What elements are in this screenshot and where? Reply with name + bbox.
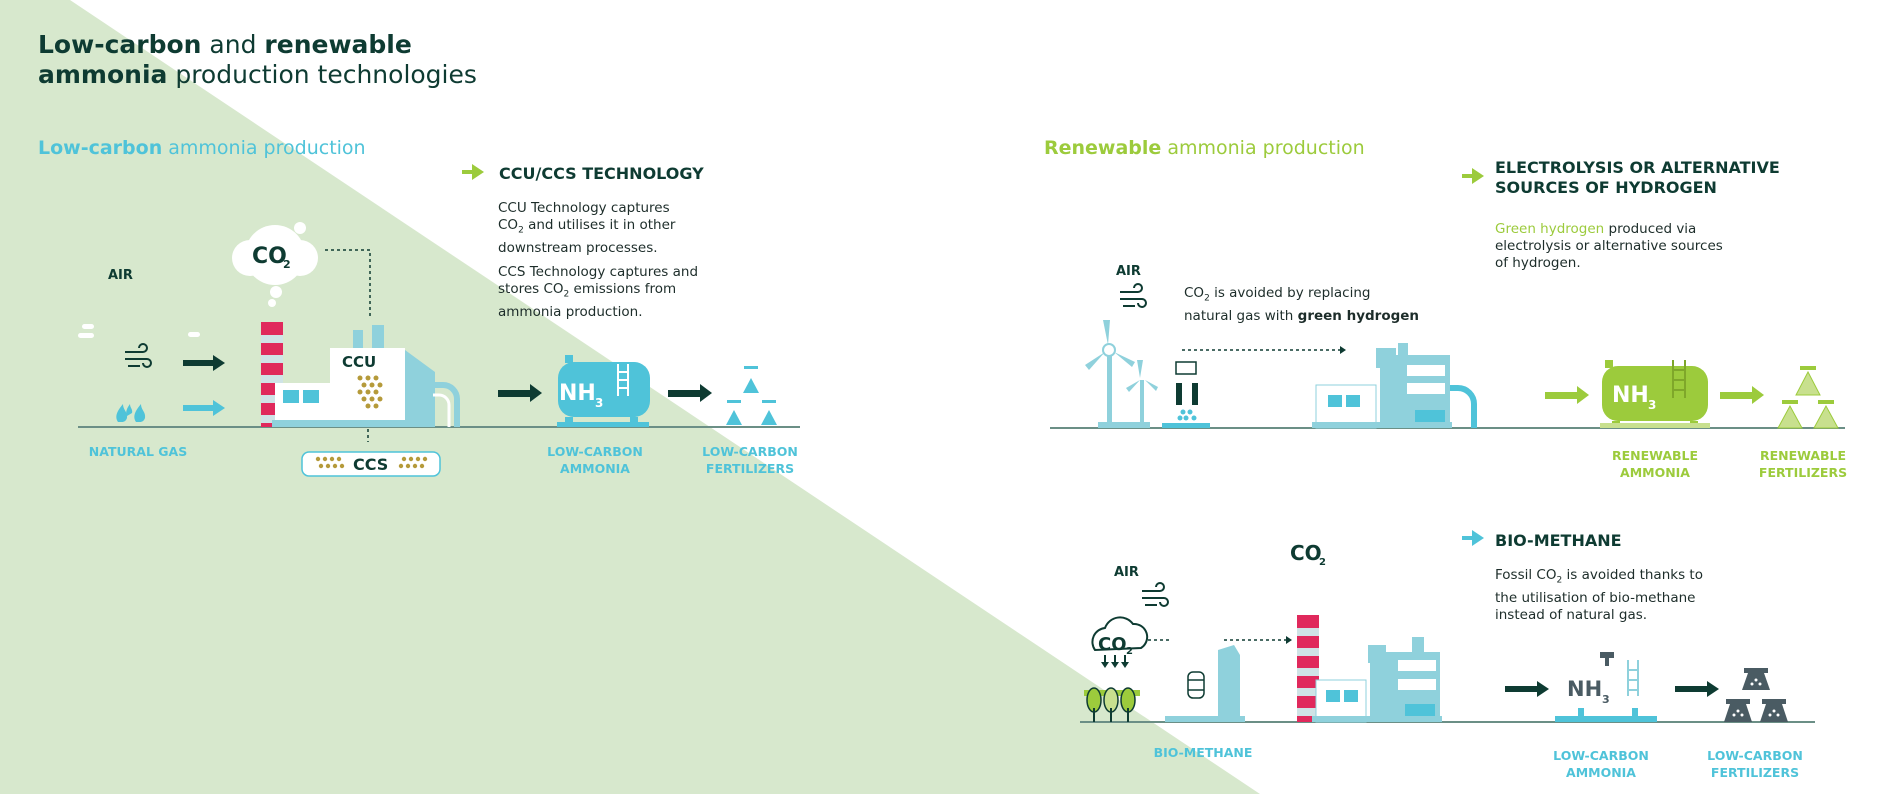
cloud-icon — [188, 332, 200, 337]
arrow-icon — [1675, 681, 1719, 697]
low-carbon-heading: Low-carbon ammonia production — [38, 137, 366, 159]
ccu-label: CCU — [342, 353, 376, 371]
arrow-icon — [498, 384, 542, 402]
co2-subscript: 2 — [1319, 557, 1326, 568]
co2-label: CO — [1098, 634, 1127, 655]
ccs-container-icon — [301, 451, 441, 477]
fertilizer-icon — [726, 366, 777, 425]
cloud-icon — [78, 333, 94, 338]
ccu-description: CCU Technology captures CO2 and utilises… — [498, 200, 676, 256]
co2-label: CO — [1290, 541, 1322, 565]
wind-icon — [1142, 582, 1169, 607]
ccs-label: CCS — [353, 455, 388, 474]
natural-gas-label: NATURAL GAS — [88, 444, 188, 459]
air-label: AIR — [108, 268, 133, 283]
nh3-subscript: 3 — [1602, 693, 1610, 706]
co2-cloud-icon — [232, 222, 318, 307]
ccs-description: CCS Technology captures and stores CO2 e… — [498, 264, 699, 320]
nh3-label: NH — [1567, 677, 1602, 701]
ammonia-tank-icon — [1600, 360, 1710, 428]
wind-icon — [1120, 283, 1147, 308]
bio-methane-label: BIO-METHANE — [1153, 745, 1253, 760]
wind-turbine-icon — [1085, 320, 1158, 428]
cloud-icon — [82, 324, 94, 329]
factory-icon — [1312, 343, 1477, 429]
co2-subscript: 2 — [283, 258, 291, 271]
arrow-icon — [183, 400, 225, 416]
co2-cloud-icon — [1091, 616, 1149, 652]
co2-cloud-icon — [1269, 525, 1353, 606]
electrolysis-description: Green hydrogen produced via electrolysis… — [1495, 221, 1723, 271]
bio-methane-tank-icon — [1165, 645, 1245, 722]
flame-icon — [116, 404, 146, 422]
nh3-subscript: 3 — [595, 396, 603, 410]
nh3-label: NH — [559, 381, 596, 406]
fertilizer-icon — [1724, 668, 1788, 722]
ccu-particles-icon — [357, 375, 383, 409]
chimney-icon — [1297, 615, 1319, 722]
arrow-icon — [1505, 681, 1549, 697]
ammonia-tank-icon — [1555, 652, 1657, 722]
co2-avoided-note: CO2 is avoided by replacing natural gas … — [1184, 285, 1420, 324]
co2-subscript: 2 — [1126, 646, 1133, 657]
bio-methane-description: Fossil CO2 is avoided thanks to the util… — [1495, 567, 1703, 623]
arrow-icon — [1720, 386, 1764, 404]
dotted-connector — [325, 249, 371, 318]
nh3-label: NH — [1612, 383, 1649, 408]
arrow-icon — [183, 355, 225, 371]
arrow-icon — [1545, 386, 1589, 404]
fertilizer-icon — [1777, 366, 1839, 429]
renewable-heading: Renewable ammonia production — [1044, 137, 1365, 159]
co2-label: CO — [252, 244, 287, 269]
wind-icon — [125, 343, 152, 368]
bio-methane-header: BIO-METHANE — [1495, 531, 1622, 550]
down-arrows-icon — [1101, 655, 1129, 668]
page-title: Low-carbon and renewable ammonia product… — [38, 30, 477, 89]
tree-icon — [1084, 687, 1140, 722]
air-label: AIR — [1116, 264, 1141, 279]
ammonia-tank-icon — [557, 355, 650, 427]
electrolyser-icon — [1162, 361, 1210, 428]
factory-icon — [1312, 637, 1442, 723]
arrow-icon — [668, 384, 712, 402]
factory-icon — [272, 325, 460, 427]
air-label: AIR — [1114, 565, 1139, 580]
ccu-ccs-header: CCU/CCS TECHNOLOGY — [499, 164, 704, 183]
nh3-subscript: 3 — [1648, 398, 1656, 412]
